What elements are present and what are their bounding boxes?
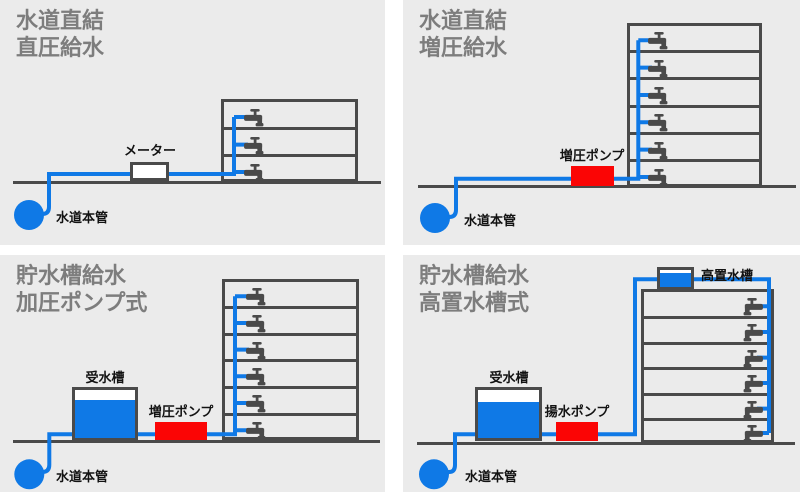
faucet-icon: [742, 324, 763, 343]
pipe-network: [419, 277, 771, 490]
panel-direct-pressure: 水道直結 直圧給水 メーター 水道本管: [0, 0, 385, 245]
tank-label: 受水槽: [489, 370, 529, 385]
ground-line: [418, 185, 796, 189]
tank-label: 受水槽: [85, 370, 125, 385]
water-main-dot: [14, 459, 45, 490]
floor-line: [641, 418, 775, 422]
water-main-label: 水道本管: [56, 469, 109, 484]
title-line-2: 加圧ポンプ式: [16, 289, 148, 315]
floor-line: [641, 316, 775, 319]
faucet-icon: [244, 164, 265, 183]
title-line-2: 増圧給水: [419, 34, 508, 60]
panel-title: 水道直結 増圧給水: [419, 8, 507, 62]
pipe-network: [14, 294, 249, 490]
booster-pump: [570, 166, 614, 186]
faucet-icon: [246, 422, 267, 441]
pump-label: 増圧ポンプ: [559, 148, 625, 163]
faucet-icon: [648, 87, 669, 106]
faucet-icon: [648, 169, 669, 188]
floor-line: [221, 306, 360, 309]
faucet-icon: [246, 395, 267, 414]
ground-line: [12, 439, 380, 443]
floor-line: [221, 386, 360, 389]
faucet-icon: [246, 288, 267, 307]
title-line-1: 水道直結: [419, 8, 508, 33]
faucet-icon: [244, 137, 265, 156]
panel-title: 貯水槽給水 加圧ポンプ式: [16, 263, 147, 317]
title-line-2: 直圧給水: [16, 34, 105, 60]
faucet-icon: [742, 401, 763, 420]
booster-pump: [155, 421, 207, 440]
floor-line: [641, 341, 775, 345]
faucet-icon: [246, 368, 267, 387]
faucet-icon: [742, 298, 763, 317]
pipe-network: [420, 38, 652, 233]
building: [641, 289, 775, 443]
water-meter: [130, 162, 169, 181]
water-main-label: 水道本管: [56, 210, 109, 225]
receiving-tank: [71, 387, 139, 441]
water-main-dot: [419, 459, 449, 490]
pump-label: 増圧ポンプ: [148, 404, 214, 419]
panel-direct-boost: 水道直結 増圧給水 増圧ポンプ 水道本管: [403, 0, 800, 245]
faucet-icon: [246, 315, 267, 334]
floor-line: [626, 77, 762, 81]
floor-line: [221, 332, 360, 336]
floor-line: [221, 412, 360, 416]
tank-water: [74, 400, 136, 438]
water-main-dot: [14, 200, 44, 230]
faucet-icon: [246, 342, 267, 361]
tank-water: [478, 401, 540, 438]
water-main-label: 水道本管: [465, 469, 518, 484]
faucet-icon: [648, 32, 669, 51]
faucet-icon: [648, 60, 669, 79]
tank-water: [659, 272, 691, 287]
lift-pump: [556, 421, 599, 441]
floor-line: [641, 367, 775, 371]
panel-storage-tank-pump: 貯水槽給水 加圧ポンプ式 受水槽 増圧ポンプ 水道本管: [0, 255, 385, 492]
pump-label: 揚水ポンプ: [544, 404, 610, 419]
faucet-icon: [742, 375, 763, 394]
faucet-icon: [648, 114, 669, 133]
panel-title: 貯水槽給水 高置水槽式: [419, 263, 529, 317]
floor-line: [221, 359, 360, 363]
elevated-tank: [656, 266, 694, 290]
receiving-tank: [475, 387, 543, 441]
faucet-icon: [244, 109, 265, 128]
title-line-1: 貯水槽給水: [419, 263, 530, 288]
meter-label: メーター: [123, 143, 176, 158]
water-main-label: 水道本管: [464, 213, 517, 228]
title-line-1: 水道直結: [16, 8, 105, 33]
floor-line: [221, 126, 358, 130]
faucet-icon: [742, 350, 763, 369]
elevated-tank-label: 高置水槽: [701, 268, 754, 283]
panel-storage-elevated-tank: 貯水槽給水 高置水槽式 受水槽 揚水ポンプ 高置水槽 水道本管: [403, 255, 800, 492]
floor-line: [626, 50, 762, 53]
floor-line: [626, 159, 762, 163]
floor-line: [626, 104, 762, 108]
floor-line: [641, 392, 775, 396]
floor-line: [626, 132, 762, 135]
floor-line: [221, 154, 358, 158]
ground-line: [13, 180, 381, 184]
faucet-icon: [742, 425, 763, 444]
title-line-2: 高置水槽式: [419, 289, 530, 315]
panel-title: 水道直結 直圧給水: [16, 8, 104, 62]
ground-line: [417, 442, 796, 446]
title-line-1: 貯水槽給水: [16, 263, 127, 288]
water-main-dot: [420, 203, 450, 233]
